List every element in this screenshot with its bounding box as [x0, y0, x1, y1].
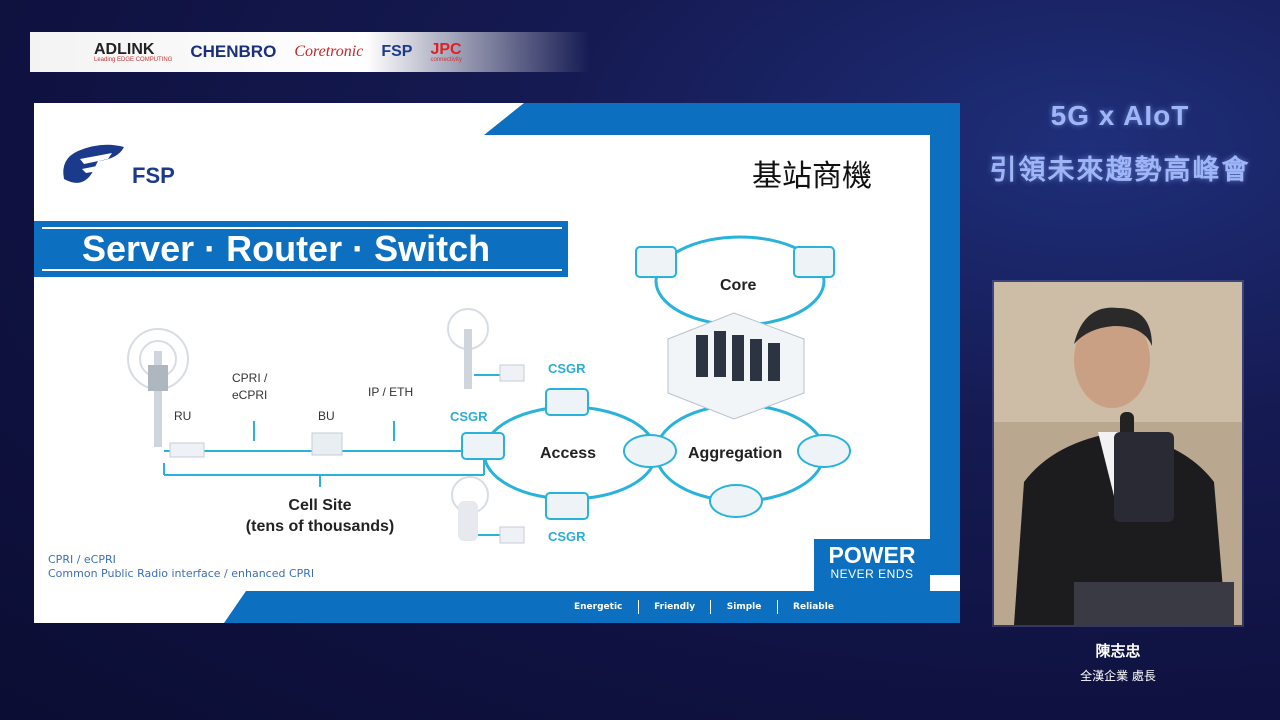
label-ipeth: IP / ETH	[368, 385, 413, 399]
csgr-top-box-icon	[499, 364, 525, 382]
server-router-switch-banner: Server · Router · Switch	[34, 221, 568, 277]
power-never-ends-badge: POWER NEVER ENDS	[814, 539, 930, 591]
label-cpri: CPRI /	[232, 371, 268, 385]
router-bottom-icon	[709, 484, 763, 518]
jpc-tagline: connectivity	[430, 57, 462, 63]
adlink-name: ADLINK	[94, 41, 155, 58]
label-ecpri: eCPRI	[232, 388, 267, 402]
fsp-logo-text: FSP	[132, 163, 175, 188]
core-server-left-icon	[635, 246, 677, 278]
slogan-divider	[637, 600, 639, 614]
cell-tower-icon	[127, 328, 189, 447]
core-server-right-icon	[793, 246, 835, 278]
label-aggregation: Aggregation	[688, 445, 782, 462]
sponsor-bar: ADLINK Leading EDGE COMPUTING CHENBRO Co…	[30, 32, 590, 72]
speaker-role: 全漢企業 處長	[1080, 669, 1156, 683]
slogan-divider	[776, 600, 778, 614]
small-tower-top-icon	[447, 308, 489, 389]
slogan-friendly: Friendly	[654, 602, 696, 612]
slogan-divider	[710, 600, 712, 614]
event-title-line2: 引領未來趨勢高峰會	[989, 155, 1251, 185]
sponsor-adlink-logo: ADLINK Leading EDGE COMPUTING	[94, 41, 172, 63]
data-center-icon	[667, 312, 805, 420]
label-csgr-top: CSGR	[548, 361, 586, 376]
label-access: Access	[540, 445, 596, 462]
network-diagram: RU CPRI / eCPRI BU IP / ETH Cell Site (t…	[127, 235, 851, 544]
slide-bottom-band	[224, 591, 960, 623]
adlink-tagline: Leading EDGE COMPUTING	[94, 57, 173, 63]
presentation-slide: FSP 基站商機 Server · Router · Switch	[34, 103, 960, 623]
label-bu: BU	[318, 409, 335, 423]
footnote-line1: CPRI / eCPRI	[48, 553, 116, 566]
slogan-energetic: Energetic	[574, 602, 623, 612]
label-ru: RU	[174, 409, 191, 423]
label-cell-site-sub: (tens of thousands)	[246, 518, 394, 535]
slogan-simple: Simple	[726, 602, 762, 612]
power-line1: POWER	[828, 542, 916, 568]
speaker-video	[994, 282, 1242, 625]
router-left-icon	[623, 434, 677, 468]
speaker-name: 陳志忠	[1095, 642, 1141, 660]
event-title-line1: 5G x AIoT	[1050, 100, 1190, 131]
jpc-name: JPC	[430, 41, 462, 58]
label-core: Core	[720, 277, 757, 294]
csgr-switch-top-icon	[545, 388, 589, 416]
csgr-bottom-box-icon	[499, 526, 525, 544]
speaker-figure-icon	[994, 282, 1242, 625]
router-right-icon	[797, 434, 851, 468]
sponsor-chenbro-logo: CHENBRO	[190, 42, 277, 61]
label-cell-site: Cell Site	[288, 497, 351, 514]
sponsor-fsp-logo: FSP	[381, 43, 413, 60]
bu-device-icon	[311, 432, 343, 456]
fsp-logo: FSP	[58, 139, 198, 191]
sponsor-coretronic-logo: Coretronic	[294, 43, 364, 60]
slogan-reliable: Reliable	[793, 602, 834, 612]
sponsor-jpc-logo: JPC connectivity	[430, 41, 461, 63]
csgr-switch-bottom-icon	[545, 492, 589, 520]
power-line2: NEVER ENDS	[830, 567, 914, 581]
small-cell-bottom-icon	[451, 476, 489, 541]
slide-footnote: CPRI / eCPRI Common Public Radio interfa…	[48, 553, 314, 581]
banner-text: Server · Router · Switch	[42, 227, 562, 271]
slide-right-strip	[930, 135, 960, 575]
slide-title: 基站商機	[752, 159, 872, 194]
event-title: 5G x AIoT 引領未來趨勢高峰會	[960, 100, 1280, 187]
slide-top-band	[484, 103, 960, 135]
label-csgr-bottom: CSGR	[548, 529, 586, 544]
csgr-switch-mid-icon	[461, 432, 505, 460]
label-csgr-mid: CSGR	[450, 409, 488, 424]
footnote-line2: Common Public Radio interface / enhanced…	[48, 567, 315, 580]
slogan-bar: Energetic Friendly Simple Reliable	[574, 597, 834, 617]
fsp-emblem-icon	[63, 144, 124, 183]
ru-device-icon	[169, 442, 205, 458]
